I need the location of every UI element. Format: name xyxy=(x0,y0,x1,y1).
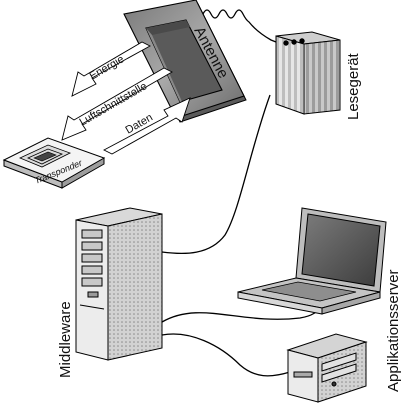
laptop xyxy=(237,207,387,315)
middleware-label: Middleware xyxy=(57,301,74,378)
reader-middleware-cable xyxy=(161,94,271,255)
reader: Lesegerät xyxy=(275,31,362,120)
energy-label: Energie xyxy=(88,53,127,82)
middleware-tower: Middleware xyxy=(57,207,163,378)
application-server-label: Applikationsserver xyxy=(385,269,402,392)
middleware-server-cable xyxy=(161,333,291,377)
air-interface-arrow xyxy=(61,67,173,141)
reader-label: Lesegerät xyxy=(345,52,362,120)
antenna-coil-cable xyxy=(202,9,277,43)
energy-arrow xyxy=(71,41,151,97)
transponder: Transponder xyxy=(2,137,106,189)
cables xyxy=(161,9,323,377)
data-arrow xyxy=(103,97,191,155)
application-server: Applikationsserver xyxy=(286,269,402,403)
